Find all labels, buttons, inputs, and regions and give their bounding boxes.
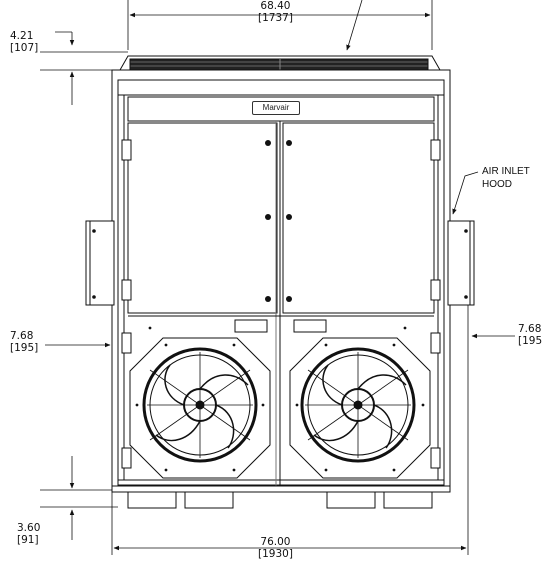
right-side-label: 7.68 [195 (518, 323, 542, 347)
lower-fan-panels (128, 315, 434, 333)
top-offset-metric: [107] (10, 42, 39, 54)
header-panel (127, 96, 435, 122)
bottom-offset-label: 3.60 [91] (17, 522, 40, 546)
left-condenser-fan (129, 337, 271, 479)
left-air-inlet-hood (85, 220, 115, 306)
top-offset-label: 4.21 [107] (10, 30, 38, 54)
left-side-imperial: 7.68 (10, 330, 34, 342)
door-hinges (121, 139, 441, 469)
overall-width-metric: [1930] (258, 548, 293, 560)
air-inlet-hood-line1: AIR INLET (482, 166, 530, 177)
base-rail (111, 485, 451, 509)
top-width-imperial: 68.40 (260, 0, 291, 12)
brand-nameplate: Marvair (252, 101, 300, 115)
top-offset-imperial: 4.21 (10, 30, 34, 42)
left-side-metric: [195] (10, 342, 39, 354)
door-latches (265, 140, 292, 302)
overall-width-imperial: 76.00 (260, 536, 291, 548)
top-width-dimension (127, 0, 433, 51)
right-condenser-fan (289, 337, 431, 479)
right-side-imperial: 7.68 (518, 323, 542, 335)
air-inlet-hood-callout: AIR INLET HOOD (482, 165, 530, 191)
top-width-label: 68.40 [1737] (258, 0, 293, 24)
air-inlet-hood-leader (452, 171, 479, 215)
upper-door-panels (127, 121, 435, 492)
air-inlet-hood-line2: HOOD (482, 179, 512, 190)
bottom-offset-imperial: 3.60 (17, 522, 41, 534)
left-side-label: 7.68 [195] (10, 330, 38, 354)
fan-panel-bolts (135, 326, 425, 472)
top-offset-dimension (40, 31, 128, 105)
right-side-metric: [195 (518, 335, 543, 347)
right-air-inlet-hood (447, 220, 475, 306)
overall-width-label: 76.00 [1930] (258, 536, 293, 560)
top-width-metric: [1737] (258, 12, 293, 24)
bottom-offset-metric: [91] (17, 534, 39, 546)
